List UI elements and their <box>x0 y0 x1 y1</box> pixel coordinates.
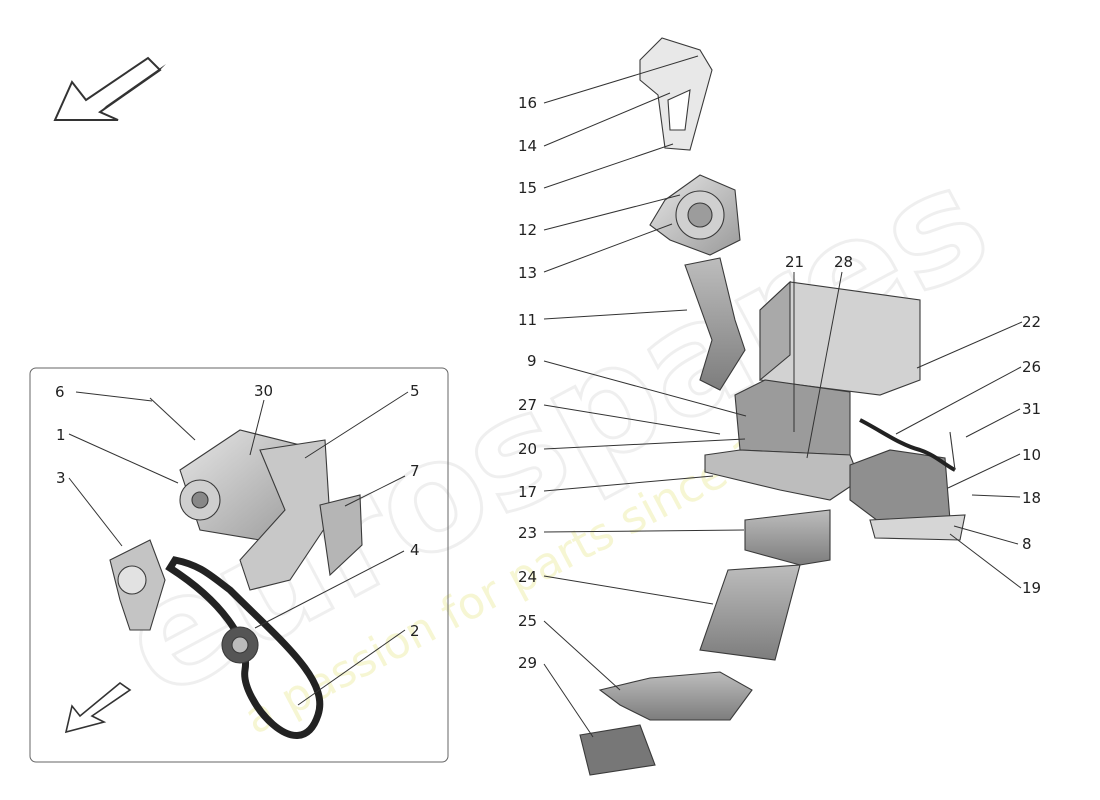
callout-23: 23 <box>518 524 537 542</box>
callout-8: 8 <box>1022 535 1032 553</box>
callout-10: 10 <box>1022 446 1041 464</box>
callout-27: 27 <box>518 396 537 414</box>
callout-20: 20 <box>518 440 537 458</box>
callout-5: 5 <box>410 382 420 400</box>
direction-arrow-inset <box>64 681 132 734</box>
callout-2: 2 <box>410 622 420 640</box>
leader-lines <box>68 55 1023 738</box>
callout-19: 19 <box>1022 579 1041 597</box>
callout-14: 14 <box>518 137 537 155</box>
callout-9: 9 <box>527 352 537 370</box>
callout-3: 3 <box>56 469 66 487</box>
callout-4: 4 <box>410 541 420 559</box>
hvac-assembly <box>579 37 966 776</box>
callout-29: 29 <box>518 654 537 672</box>
callout-21: 21 <box>785 253 804 271</box>
callout-12: 12 <box>518 221 537 239</box>
callout-24: 24 <box>518 568 537 586</box>
callout-16: 16 <box>518 94 537 112</box>
alternator-group <box>109 397 363 739</box>
callout-labels: 6 1 3 30 5 7 4 2 16 14 15 12 13 11 9 27 … <box>55 94 1041 672</box>
inset-frame <box>29 367 449 763</box>
callout-22: 22 <box>1022 313 1041 331</box>
callout-13: 13 <box>518 264 537 282</box>
callout-30: 30 <box>254 382 273 400</box>
callout-18: 18 <box>1022 489 1041 507</box>
callout-17: 17 <box>518 483 537 501</box>
callout-1: 1 <box>56 426 66 444</box>
callout-31: 31 <box>1022 400 1041 418</box>
callout-28: 28 <box>834 253 853 271</box>
callout-11: 11 <box>518 311 537 329</box>
callout-25: 25 <box>518 612 537 630</box>
direction-arrow-top <box>53 56 166 121</box>
callout-15: 15 <box>518 179 537 197</box>
callout-6: 6 <box>55 383 65 401</box>
callout-26: 26 <box>1022 358 1041 376</box>
callout-7: 7 <box>410 462 420 480</box>
